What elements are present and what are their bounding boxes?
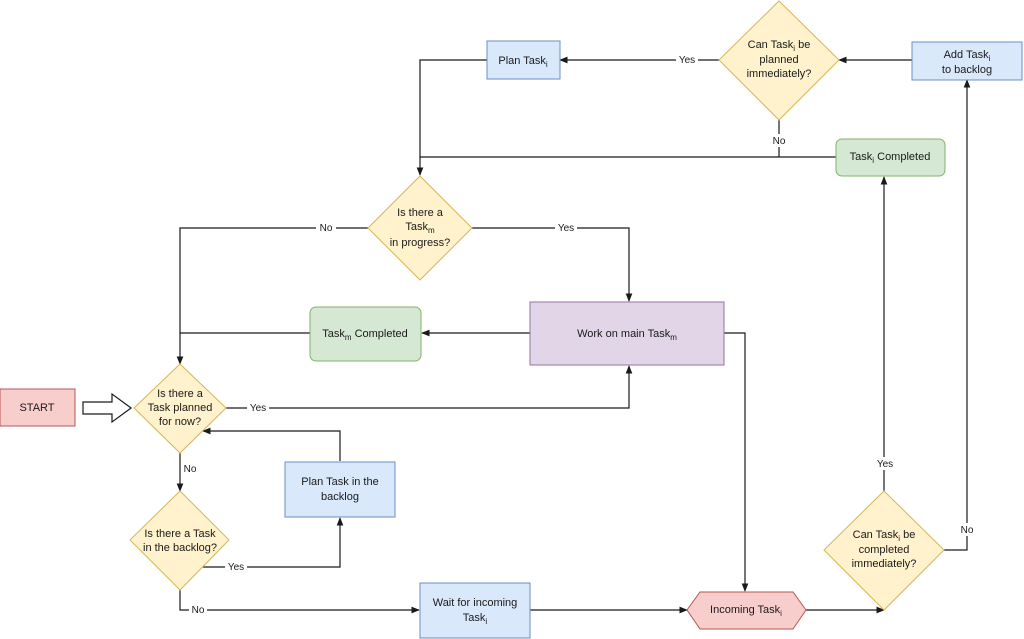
label-yes-plan: Yes xyxy=(679,55,695,66)
svg-text:Can Taski be: Can Taski be xyxy=(748,39,811,53)
label-yes-complete: Yes xyxy=(877,459,893,470)
edge-progress-no xyxy=(176,227,368,365)
plan-backlog-l1: Plan Task in the xyxy=(301,476,378,488)
add-backlog-l1a: Add Task xyxy=(944,49,990,61)
planned-now-l2: Task planned xyxy=(148,402,213,414)
can-complete-decision: Can Taski be completed immediately? xyxy=(823,490,945,611)
svg-text:Plan Taski: Plan Taski xyxy=(498,55,548,69)
edge-plan-backlog-to-planned xyxy=(202,427,341,461)
progress-l2a: Task xyxy=(405,221,428,233)
svg-text:Work on main Taskm: Work on main Taskm xyxy=(577,328,677,342)
progress-l2sub: m xyxy=(428,226,435,235)
tm-completed-sub: m xyxy=(345,333,352,342)
wait-l2a: Task xyxy=(463,612,486,624)
progress-l1: Is there a xyxy=(397,207,444,219)
svg-text:Incoming Taski: Incoming Taski xyxy=(710,604,782,618)
planned-now-l3: for now? xyxy=(159,416,201,428)
backlog-decision: Is there a Task in the backlog? xyxy=(129,490,230,591)
svg-text:Can Taski be: Can Taski be xyxy=(853,529,916,543)
edges xyxy=(176,56,971,614)
task-i-completed-node: Taski Completed xyxy=(835,138,946,177)
plan-task-i-node: Plan Taski xyxy=(486,40,561,80)
edge-labels: Yes No No Yes Yes No Yes No Yes No xyxy=(181,53,976,616)
label-no-backlog: No xyxy=(192,605,205,616)
planned-now-decision: Is there a Task planned for now? xyxy=(133,363,227,454)
add-backlog-l2: to backlog xyxy=(942,64,992,76)
can-plan-l1sub: i xyxy=(793,44,795,53)
label-yes-backlog: Yes xyxy=(228,562,244,573)
edge-progress-yes xyxy=(472,227,633,302)
plan-ti-label: Plan Task xyxy=(498,55,546,67)
add-backlog-l1sub: i xyxy=(989,54,991,63)
label-no-progress: No xyxy=(320,223,333,234)
work-main-node: Work on main Taskm xyxy=(529,301,725,366)
can-complete-l1a: Can Task xyxy=(853,529,899,541)
tm-completed-b: Completed xyxy=(352,328,408,340)
incoming-task-node: Incoming Taski xyxy=(686,591,807,630)
ti-completed-sub: i xyxy=(872,156,874,165)
svg-text:Add Taski: Add Taski xyxy=(944,49,991,63)
edge-plan-ti-to-progress xyxy=(416,59,487,176)
label-no-complete: No xyxy=(961,525,974,536)
edge-backlog-no xyxy=(179,590,420,614)
can-plan-decision: Can Taski be planned immediately? xyxy=(718,0,840,121)
edge-can-complete-no xyxy=(944,79,971,551)
start-hollow-arrow-icon xyxy=(82,392,133,424)
start-node: START xyxy=(0,388,76,427)
can-complete-l2: completed xyxy=(859,544,910,556)
add-to-backlog-node: Add Taski to backlog xyxy=(911,41,1023,81)
label-no-planned-now: No xyxy=(184,464,197,475)
wait-incoming-node: Wait for incoming Taski xyxy=(419,582,531,639)
label-yes-progress: Yes xyxy=(558,223,574,234)
plan-backlog-l2: backlog xyxy=(321,491,359,503)
svg-text:Taski: Taski xyxy=(463,612,488,626)
wait-l1: Wait for incoming xyxy=(433,597,518,609)
backlog-q-l1: Is there a Task xyxy=(144,528,216,540)
svg-text:Taskm: Taskm xyxy=(405,221,435,235)
plan-ti-sub: i xyxy=(546,60,548,69)
svg-text:Taski Completed: Taski Completed xyxy=(850,151,931,165)
planned-now-l1: Is there a xyxy=(157,388,204,400)
svg-text:Taskm Completed: Taskm Completed xyxy=(322,328,408,342)
work-main-a: Work on main Task xyxy=(577,328,671,340)
can-complete-l1sub: i xyxy=(898,534,900,543)
label-yes-planned-now: Yes xyxy=(250,403,266,414)
backlog-q-l2: in the backlog? xyxy=(143,542,217,554)
can-plan-l2: planned xyxy=(759,54,798,66)
tm-completed-a: Task xyxy=(322,328,345,340)
start-box xyxy=(0,388,76,427)
wait-l2sub: i xyxy=(485,617,487,626)
can-plan-l1b: be xyxy=(795,39,810,51)
edge-planned-now-yes xyxy=(226,365,633,409)
incoming-sub: i xyxy=(780,609,782,618)
task-m-completed-node: Taskm Completed xyxy=(309,306,422,362)
work-main-sub: m xyxy=(670,333,677,342)
plan-backlog-node: Plan Task in the backlog xyxy=(284,461,396,518)
task-m-progress-decision: Is there a Taskm in progress? xyxy=(367,175,473,281)
edge-backlog-yes xyxy=(203,517,344,568)
ti-completed-b: Completed xyxy=(874,151,930,163)
can-plan-l1a: Can Task xyxy=(748,39,794,51)
can-complete-l1b: be xyxy=(900,529,915,541)
progress-l3: in progress? xyxy=(390,237,451,249)
start-label: START xyxy=(19,402,54,414)
can-complete-l3: immediately? xyxy=(852,558,917,570)
incoming-a: Incoming Task xyxy=(710,604,781,616)
edge-work-to-incoming xyxy=(724,332,749,592)
label-no-plan: No xyxy=(773,136,786,147)
can-plan-l3: immediately? xyxy=(747,68,812,80)
ti-completed-a: Task xyxy=(850,151,873,163)
